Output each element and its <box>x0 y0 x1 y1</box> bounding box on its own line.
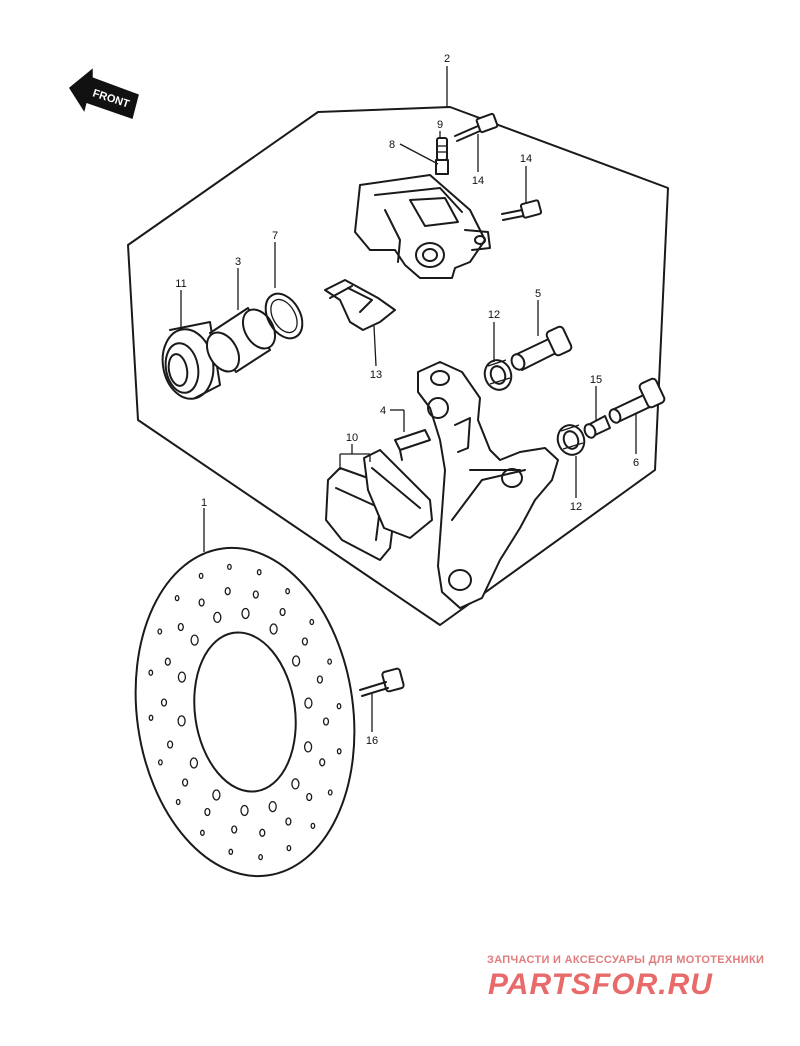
disc-hole <box>285 817 292 826</box>
callout-14-lower: 14 <box>520 153 532 165</box>
disc-hole <box>177 622 184 632</box>
disc-hole <box>279 607 286 617</box>
brake-disc-holes <box>148 563 342 861</box>
piston-seal <box>161 321 221 400</box>
disc-hole <box>157 759 163 766</box>
dust-seal-ring <box>264 292 304 340</box>
callout-7: 7 <box>272 230 278 242</box>
disc-hole <box>319 758 326 767</box>
disc-hole <box>306 792 313 802</box>
rubber-boot-lower <box>556 424 586 456</box>
disc-hole <box>336 748 342 755</box>
disc-hole <box>226 563 232 571</box>
callout-10: 10 <box>346 432 358 444</box>
disc-hole <box>177 715 186 727</box>
callout-6: 6 <box>633 457 639 469</box>
dust-seal-ring-inner <box>270 298 298 334</box>
disc-hole <box>157 628 163 635</box>
disc-hole <box>322 717 330 726</box>
disc-hole <box>286 844 292 852</box>
caliper-body <box>354 174 491 279</box>
disc-hole <box>231 825 238 834</box>
sleeve <box>583 415 611 439</box>
disc-hole <box>327 789 333 796</box>
disc-hole <box>259 828 266 837</box>
caliper-bolt-upper <box>454 112 499 142</box>
disc-hole <box>204 807 211 817</box>
disc-hole <box>303 741 313 753</box>
callout-1: 1 <box>201 497 207 509</box>
callout-12-upper: 12 <box>488 309 500 321</box>
front-arrow: FRONT <box>69 68 139 119</box>
callout-labels: 1 2 3 4 5 6 7 8 9 10 11 12 12 13 14 14 1… <box>175 53 639 747</box>
disc-hole <box>164 657 171 666</box>
watermark: ЗАПЧАСТИ И АКСЕССУАРЫ ДЛЯ МОТОТЕХНИКИ PA… <box>487 954 764 1001</box>
disc-hole <box>199 829 205 836</box>
disc-hole <box>228 848 234 855</box>
disc-hole <box>316 675 323 684</box>
disc-hole <box>182 778 189 787</box>
callout-5: 5 <box>535 288 541 300</box>
disc-hole <box>269 623 278 635</box>
callout-12-lower: 12 <box>570 501 582 513</box>
caliper-holder-bracket <box>417 361 559 609</box>
disc-hole <box>241 607 250 620</box>
disc-hole <box>174 594 180 602</box>
disc-hole <box>258 853 264 861</box>
disc-hole <box>198 572 204 580</box>
rubber-boot-upper <box>483 359 513 391</box>
disc-hole <box>213 611 222 624</box>
callout-13: 13 <box>370 369 382 381</box>
disc-hole <box>336 703 342 710</box>
watermark-tagline: ЗАПЧАСТИ И АКСЕССУАРЫ ДЛЯ МОТОТЕХНИКИ <box>487 954 764 966</box>
disc-hole <box>212 789 221 801</box>
bleed-valve <box>435 137 449 175</box>
disc-hole <box>268 800 277 813</box>
disc-hole <box>190 634 199 646</box>
disc-hole <box>160 698 168 707</box>
pad-spring <box>324 279 396 331</box>
brake-pads <box>325 449 433 561</box>
disc-hole <box>310 822 316 830</box>
disc-hole <box>327 658 333 665</box>
callout-14-upper: 14 <box>472 175 484 187</box>
disc-hole <box>198 598 205 607</box>
disc-hole <box>309 618 315 626</box>
disc-hole <box>177 671 187 683</box>
disc-hole <box>148 714 154 721</box>
callout-9: 9 <box>437 119 443 131</box>
callout-16: 16 <box>366 735 378 747</box>
disc-hole <box>189 757 199 769</box>
caliper-shaft-upper <box>510 325 573 371</box>
callout-2: 2 <box>444 53 450 65</box>
brake-disc <box>134 546 356 878</box>
disc-hole <box>291 655 301 667</box>
callout-8: 8 <box>389 139 395 151</box>
disc-hole <box>304 697 313 709</box>
callout-leaders <box>180 66 637 732</box>
disc-mounting-bolt <box>359 667 405 697</box>
disc-hole <box>224 587 231 596</box>
disc-hole <box>256 569 262 576</box>
disc-hole <box>148 669 154 676</box>
disc-hole <box>175 798 181 806</box>
callout-4: 4 <box>380 405 386 417</box>
disc-hole <box>291 778 300 790</box>
caliper-bolt-lower <box>501 199 543 221</box>
disc-hole <box>167 740 174 749</box>
callout-15: 15 <box>590 374 602 386</box>
watermark-brand: PARTSFOR.RU <box>488 968 713 1001</box>
disc-hole <box>252 590 259 599</box>
anti-rattle-spring <box>394 429 431 461</box>
callout-11: 11 <box>175 278 186 290</box>
caliper-shaft-lower <box>608 377 666 424</box>
disc-hole <box>240 804 249 817</box>
disc-hole <box>285 588 291 595</box>
callout-3: 3 <box>235 256 241 268</box>
disc-hole <box>301 637 308 646</box>
